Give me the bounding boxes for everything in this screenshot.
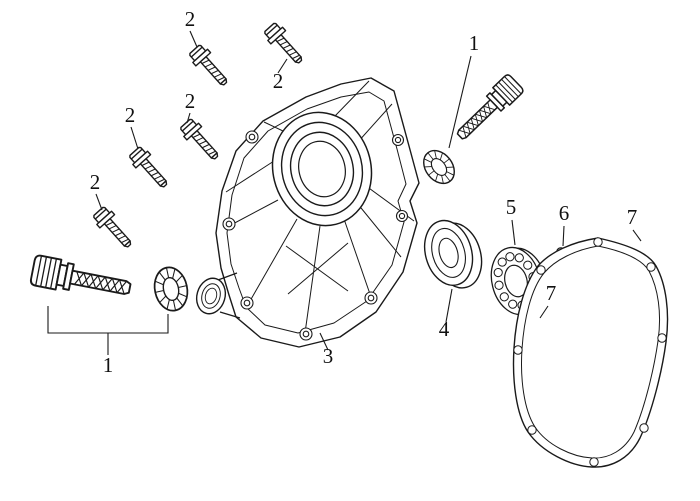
callout-3: 3 [323, 344, 334, 368]
callout-6: 6 [559, 201, 570, 225]
crankcase-cover-drawing [195, 77, 420, 348]
dipstick-right [450, 72, 526, 146]
leader-lines [47, 30, 642, 355]
callout-5: 5 [506, 195, 517, 219]
gasket-drawing [512, 237, 669, 468]
callout-2-e: 2 [90, 170, 101, 194]
callout-4: 4 [439, 317, 450, 341]
bearing-4-drawing [423, 219, 483, 289]
callout-2-b: 2 [273, 69, 284, 93]
flange-bolt-c [177, 116, 225, 165]
flange-bolt-e [90, 204, 138, 253]
seal-right [416, 143, 462, 191]
callout-2-d: 2 [125, 103, 136, 127]
callout-1-bottom: 1 [103, 353, 114, 377]
filler-neck-boss [195, 272, 241, 319]
flange-bolt-a [186, 42, 234, 91]
callout-7-pin: 7 [546, 281, 557, 305]
dipstick-left [29, 253, 134, 305]
callout-2-c: 2 [185, 89, 196, 113]
seal-left [149, 263, 193, 315]
flange-bolt-b [261, 20, 309, 69]
callout-2-a: 2 [185, 7, 196, 31]
flange-bolt-d [126, 144, 174, 193]
callout-7-gasket: 7 [627, 205, 638, 229]
callout-1-top: 1 [469, 31, 480, 55]
